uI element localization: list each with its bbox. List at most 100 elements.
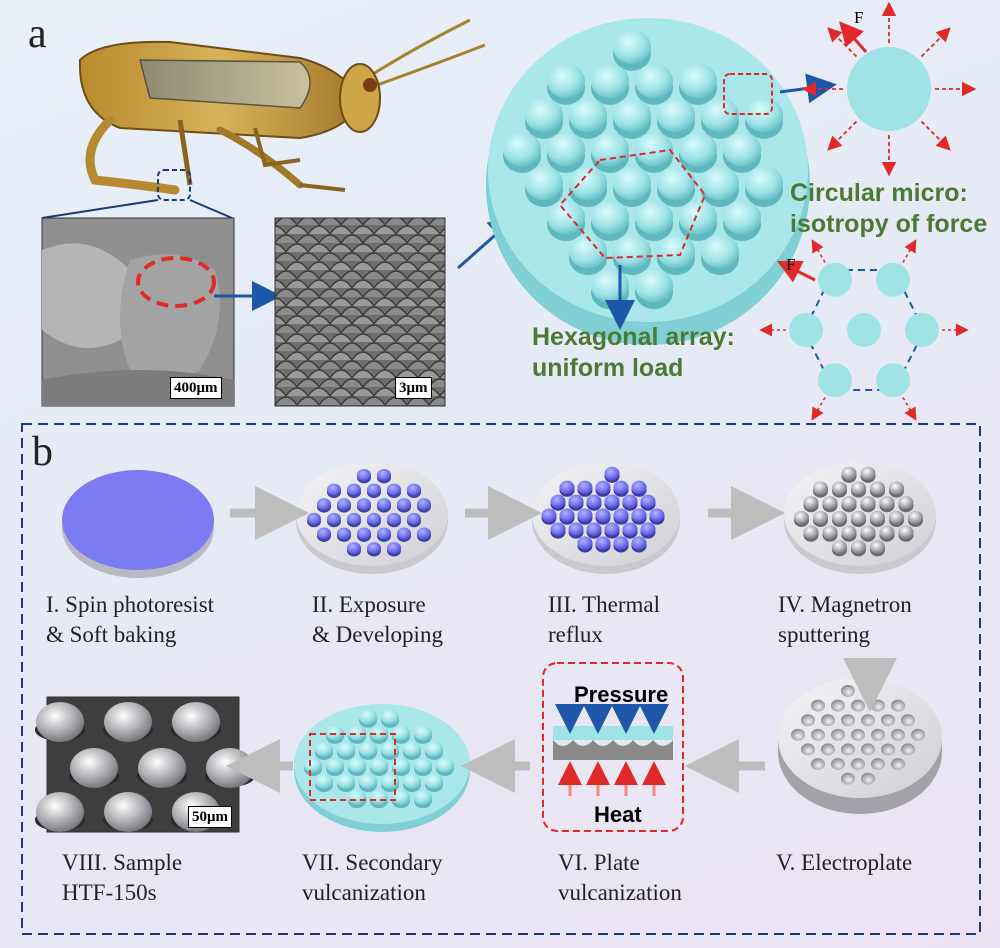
sputtered-dome [832, 510, 847, 525]
vulcanized-pillar [315, 741, 333, 757]
micro-pillar [701, 98, 739, 133]
step-label-5: V. Electroplate [776, 850, 913, 875]
sputtered-dome [851, 481, 866, 495]
force-vector-arrow [827, 120, 858, 151]
heat-label: Heat [594, 802, 642, 827]
sem-dome [36, 702, 84, 742]
reflowed-dome [604, 466, 620, 481]
micro-pillar [569, 166, 607, 201]
electroplated-hole [891, 758, 905, 771]
photoresist-pillar [357, 469, 371, 481]
micro-pillar [591, 200, 629, 235]
micro-pillar [701, 166, 739, 201]
sputtered-dome [841, 496, 857, 510]
sem-dome [70, 748, 118, 788]
vulcanized-pillar [348, 789, 366, 806]
electroplated-hole [811, 728, 825, 741]
sputtered-dome [813, 481, 828, 495]
vulcanized-pillar [348, 725, 366, 741]
force-vector-arrow [920, 120, 951, 151]
photoresist-pillar [377, 498, 391, 511]
micro-pillar [635, 200, 673, 235]
vulcanized-pillar [370, 725, 388, 741]
photoresist-pillar [397, 527, 411, 540]
reflowed-dome [604, 494, 620, 509]
sputtered-dome [889, 510, 904, 525]
photoresist-pillar [337, 498, 351, 511]
sputtered-dome [851, 540, 866, 554]
vulcanized-pillar [348, 757, 366, 773]
electroplated-hole [861, 743, 875, 756]
step-label-7: VII. Secondary vulcanization [302, 850, 443, 905]
reflowed-dome [631, 536, 647, 550]
photoresist-pillar [357, 527, 371, 540]
reflowed-dome [631, 508, 647, 523]
panel-a-letter: a [28, 11, 47, 57]
electroplated-hole [821, 714, 835, 727]
micro-pillar [613, 29, 651, 65]
electroplated-hole [791, 728, 805, 741]
hex-micro-circle [789, 313, 823, 347]
electroplated-hole [811, 758, 825, 771]
sem-dome [36, 792, 84, 832]
electroplated-hole [841, 772, 855, 785]
photoresist-pillar [367, 542, 381, 555]
electroplated-hole [871, 728, 885, 741]
electroplated-hole [841, 685, 855, 697]
photoresist-pillar [327, 512, 341, 525]
micro-pillar [503, 132, 541, 167]
sputtered-dome [908, 510, 923, 525]
sputtered-dome [822, 496, 838, 510]
reflowed-dome [613, 480, 629, 495]
hex-micro-circle [847, 313, 881, 347]
electroplated-hole [801, 743, 815, 756]
photoresist-pillar [377, 469, 391, 481]
micro-pillar [657, 166, 695, 201]
electroplated-hole [831, 699, 845, 712]
micro-pillar [591, 63, 629, 99]
sputtered-dome [822, 525, 838, 540]
hex-micro-circle [876, 363, 910, 398]
photoresist-pillar [387, 542, 401, 555]
electroplated-hole [911, 728, 925, 741]
electroplated-hole [851, 699, 865, 712]
photoresist-pillar [357, 498, 371, 511]
circular-label: Circular micro: isotropy of force [790, 179, 988, 238]
vulcanized-pillar [425, 741, 443, 757]
reflowed-dome [613, 536, 629, 550]
sputtered-dome [870, 540, 885, 554]
vulcanized-pillar [425, 773, 443, 789]
electroplated-hole [811, 699, 825, 712]
vulcanized-pillar [414, 757, 432, 773]
step-label-8: VIII. Sample HTF-150s [62, 850, 183, 905]
photoresist-pillar [317, 527, 331, 540]
reflowed-dome [586, 522, 602, 536]
photoresist-pillar [307, 512, 321, 525]
sputtered-dome [803, 525, 819, 540]
electroplated-hole [801, 714, 815, 727]
micro-pillar [613, 234, 651, 269]
vulcanized-pillar [392, 789, 410, 806]
vulcanized-pillar [414, 725, 432, 741]
sputtered-dome [860, 496, 876, 510]
reflowed-dome [568, 494, 584, 509]
vulcanized-pillar [403, 773, 421, 789]
vulcanized-pillar [392, 757, 410, 773]
photoresist-pillar [417, 527, 431, 540]
reflowed-dome [613, 508, 629, 523]
scalebar-50um: 50μm [188, 806, 232, 828]
sputtered-dome [898, 525, 914, 540]
reflowed-dome [541, 508, 557, 523]
panel-b-frame [21, 423, 981, 935]
sputtered-dome [879, 496, 895, 510]
micro-pillar [635, 63, 673, 99]
reflowed-dome [559, 480, 575, 495]
vulcanized-pillar [359, 773, 377, 789]
sputtered-dome [898, 496, 914, 510]
photoresist-pillar [367, 512, 381, 525]
reflowed-dome [568, 522, 584, 536]
electroplated-hole [871, 758, 885, 771]
sputtered-dome [851, 510, 866, 525]
reflowed-dome [577, 508, 593, 523]
